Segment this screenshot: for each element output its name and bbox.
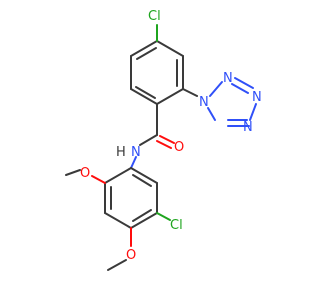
bond xyxy=(231,83,249,94)
atom-cl-top: Cl xyxy=(148,9,161,24)
bond-methyl-top xyxy=(65,169,81,176)
bond xyxy=(104,167,132,184)
bond xyxy=(132,174,152,187)
atom-n-tz2: N xyxy=(223,71,233,86)
bond xyxy=(132,209,152,222)
bond-ome-top xyxy=(91,175,106,184)
bond-cl-bottom xyxy=(156,212,171,221)
bond xyxy=(159,135,175,144)
amide-bonds xyxy=(130,103,175,169)
tetrazole-bonds xyxy=(182,77,257,127)
molecule-drawing: Cl N N N N O H N O Cl O xyxy=(65,9,262,271)
ring-b-bonds xyxy=(104,167,158,229)
bond xyxy=(209,81,223,97)
bond xyxy=(234,77,254,89)
bond xyxy=(156,88,184,105)
atom-n-tz1: N xyxy=(199,95,209,110)
bond xyxy=(130,88,158,105)
bond xyxy=(156,140,172,149)
atom-h-amide: H xyxy=(116,145,126,160)
bond xyxy=(156,40,184,57)
bond xyxy=(130,212,158,229)
atom-n-tz4: N xyxy=(243,120,253,135)
bond xyxy=(130,167,158,184)
bond xyxy=(104,212,132,229)
bond xyxy=(135,86,156,99)
bond xyxy=(130,156,137,169)
atom-o-methoxy-top: O xyxy=(80,166,90,181)
bond xyxy=(249,103,257,121)
bond xyxy=(130,40,158,57)
atom-o-carbonyl: O xyxy=(174,140,184,155)
molecule-structure: Cl N N N N O H N O Cl O xyxy=(65,9,262,271)
bond xyxy=(139,134,158,146)
bond-methyl-bottom xyxy=(107,259,127,271)
bond xyxy=(136,47,157,60)
atom-n-amide: N xyxy=(131,145,141,160)
ring-a-bonds xyxy=(130,40,184,105)
bond xyxy=(207,107,216,121)
atom-cl-bottom: Cl xyxy=(170,218,183,233)
bond xyxy=(182,88,198,97)
atom-o-methoxy-bottom: O xyxy=(126,248,136,263)
atom-n-tz3: N xyxy=(252,90,262,105)
